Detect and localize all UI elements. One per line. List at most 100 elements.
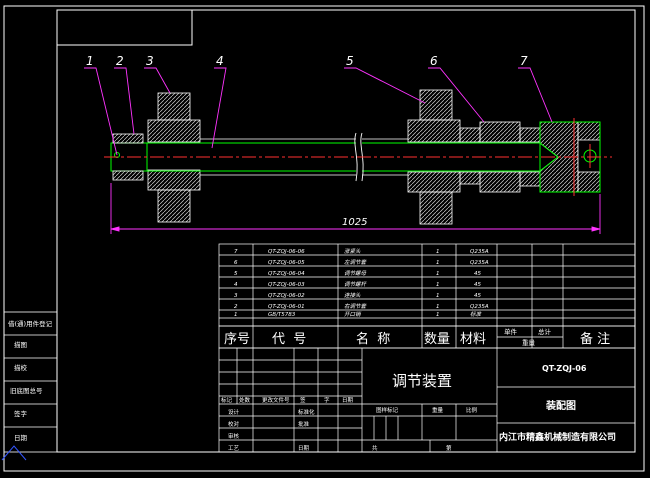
bom-material: Q235A [470,260,489,266]
drawing-number: QT-ZQJ-06 [542,364,587,373]
callout-5: 5 [346,54,354,68]
bom-header-code: 代 号 [272,332,306,347]
bom-seq: 4 [234,282,238,288]
bom-material: Q235A [470,304,489,310]
part-adjust-sleeve [459,121,541,193]
bom-rows: 7 QT-ZQJ-06-06 涨紧头 1 Q235A 6 QT-ZQJ-06-0… [234,248,489,318]
bom-qty: 1 [436,282,440,288]
assembly-name: 调节装置 [392,372,452,390]
approve-label: 批准 [298,420,310,428]
bom-seq: 3 [234,293,238,299]
callout-7: 7 [520,54,528,68]
bom-qty: 1 [436,312,440,318]
part-left-sleeve-hatch-bottom [112,170,144,181]
bom-name: 调节螺杆 [344,281,368,288]
bom-row: 4 QT-ZQJ-06-03 调节螺杆 1 45 [234,281,481,288]
rev-label-date: 日期 [342,397,354,404]
bom-name: 连接头 [344,292,361,299]
bom-seq: 1 [234,312,238,318]
dimension-value: 1025 [342,217,367,228]
bom-row: 5 QT-ZQJ-06-04 调节螺母 1 45 [234,270,481,277]
part-adjust-nut [407,89,461,225]
callout-4: 4 [216,54,224,68]
side-panel-labels: 借(通)用件登记 描图 描校 旧底图总号 签字 日期 [8,319,53,442]
drawing-type: 装配图 [545,399,576,412]
bom-name: 开口销 [344,311,362,318]
bom-seq: 2 [234,304,238,310]
std-label: 标准化 [298,408,315,416]
scale-label: 比例 [466,406,478,414]
sheet-current: 第 [446,444,452,452]
bom-seq: 7 [234,249,238,255]
bom-seq: 5 [234,271,238,277]
sign-design: 设计 [228,408,240,416]
bom-header-weight: 重量 [522,339,536,347]
side-label-3: 旧底图总号 [10,386,43,395]
bom-seq: 6 [234,260,238,266]
bom-qty: 1 [436,304,440,310]
bom-material: 45 [474,282,481,288]
bom-qty: 1 [436,260,440,266]
part-connector [147,92,201,223]
title-block-lines [218,347,636,453]
title-block-revision: 标记 处数 更改文件号 签 字 日期 设计 校对 审核 工艺 标准化 批准 日期… [221,396,478,452]
side-label-4: 签字 [14,409,28,418]
side-label-1: 描图 [14,340,27,349]
rev-label-mark: 标记 [221,396,233,404]
callout-3: 3 [146,54,154,68]
stage-label: 图样标记 [376,406,399,414]
bom-qty: 1 [436,293,440,299]
bom-material: 45 [474,271,481,277]
date-label: 日期 [298,445,310,452]
bom-code: QT-ZQJ-06-01 [268,304,305,310]
bom-header: 序号 代 号 名 称 数量 材料 单件 总计 重量 备 注 [224,327,610,347]
bom-code: QT-ZQJ-06-02 [268,293,305,299]
side-label-5: 日期 [14,434,28,442]
bom-header-single: 单件 [504,327,518,336]
bom-row: 6 QT-ZQJ-06-05 左调节套 1 Q235A [234,259,489,266]
bom-code: QT-ZQJ-06-05 [268,260,305,266]
rev-label-char: 字 [324,396,330,404]
rev-label-count: 处数 [239,396,251,404]
rev-label-file: 更改文件号 [262,396,290,404]
bom-name: 左调节套 [344,259,368,266]
side-label-0: 借(通)用件登记 [8,319,53,328]
bom-header-total: 总计 [538,327,552,336]
bom-code: QT-ZQJ-06-03 [268,282,305,288]
sign-review: 审核 [228,432,240,440]
callout-1: 1 [86,54,94,68]
bom-table-lines [218,243,636,349]
bom-name: 右调节套 [344,303,368,310]
bom-header-name: 名 称 [356,331,390,347]
bom-row: 1 GB/T5783 开口销 1 标准 [234,311,483,318]
bom-code: QT-ZQJ-06-06 [268,249,305,255]
callout-numbers: 1 2 3 4 5 6 7 [86,54,528,68]
side-label-2: 描校 [14,363,28,372]
side-panel [3,311,58,453]
part-screw-rod [147,138,540,176]
bom-header-seq: 序号 [224,332,250,347]
bom-material: 45 [474,293,481,299]
company-name: 内江市精鑫机械制造有限公司 [499,431,616,443]
bom-header-material: 材料 [460,332,486,347]
sign-check: 校对 [228,420,240,428]
sign-process: 工艺 [228,445,240,452]
break-line [354,132,364,182]
bom-row: 3 QT-ZQJ-06-02 连接头 1 45 [234,292,481,299]
weight-label: 重量 [432,406,444,414]
bom-row: 7 QT-ZQJ-06-06 涨紧头 1 Q235A [234,248,489,255]
part-tension-head [539,121,601,193]
bom-row: 2 QT-ZQJ-06-01 右调节套 1 Q235A [234,303,489,310]
callout-2: 2 [116,54,124,68]
bom-code: QT-ZQJ-06-04 [268,271,305,277]
rev-label-sign: 签 [300,396,306,404]
ucs-marker [1,445,27,461]
bom-material: Q235A [470,249,489,255]
bom-name: 涨紧头 [344,248,361,255]
bom-header-remark: 备 注 [580,331,610,347]
part-left-sleeve-hatch-top [112,133,144,144]
bom-qty: 1 [436,249,440,255]
bom-code: GB/T5783 [268,312,296,318]
callout-leaders [84,67,553,156]
